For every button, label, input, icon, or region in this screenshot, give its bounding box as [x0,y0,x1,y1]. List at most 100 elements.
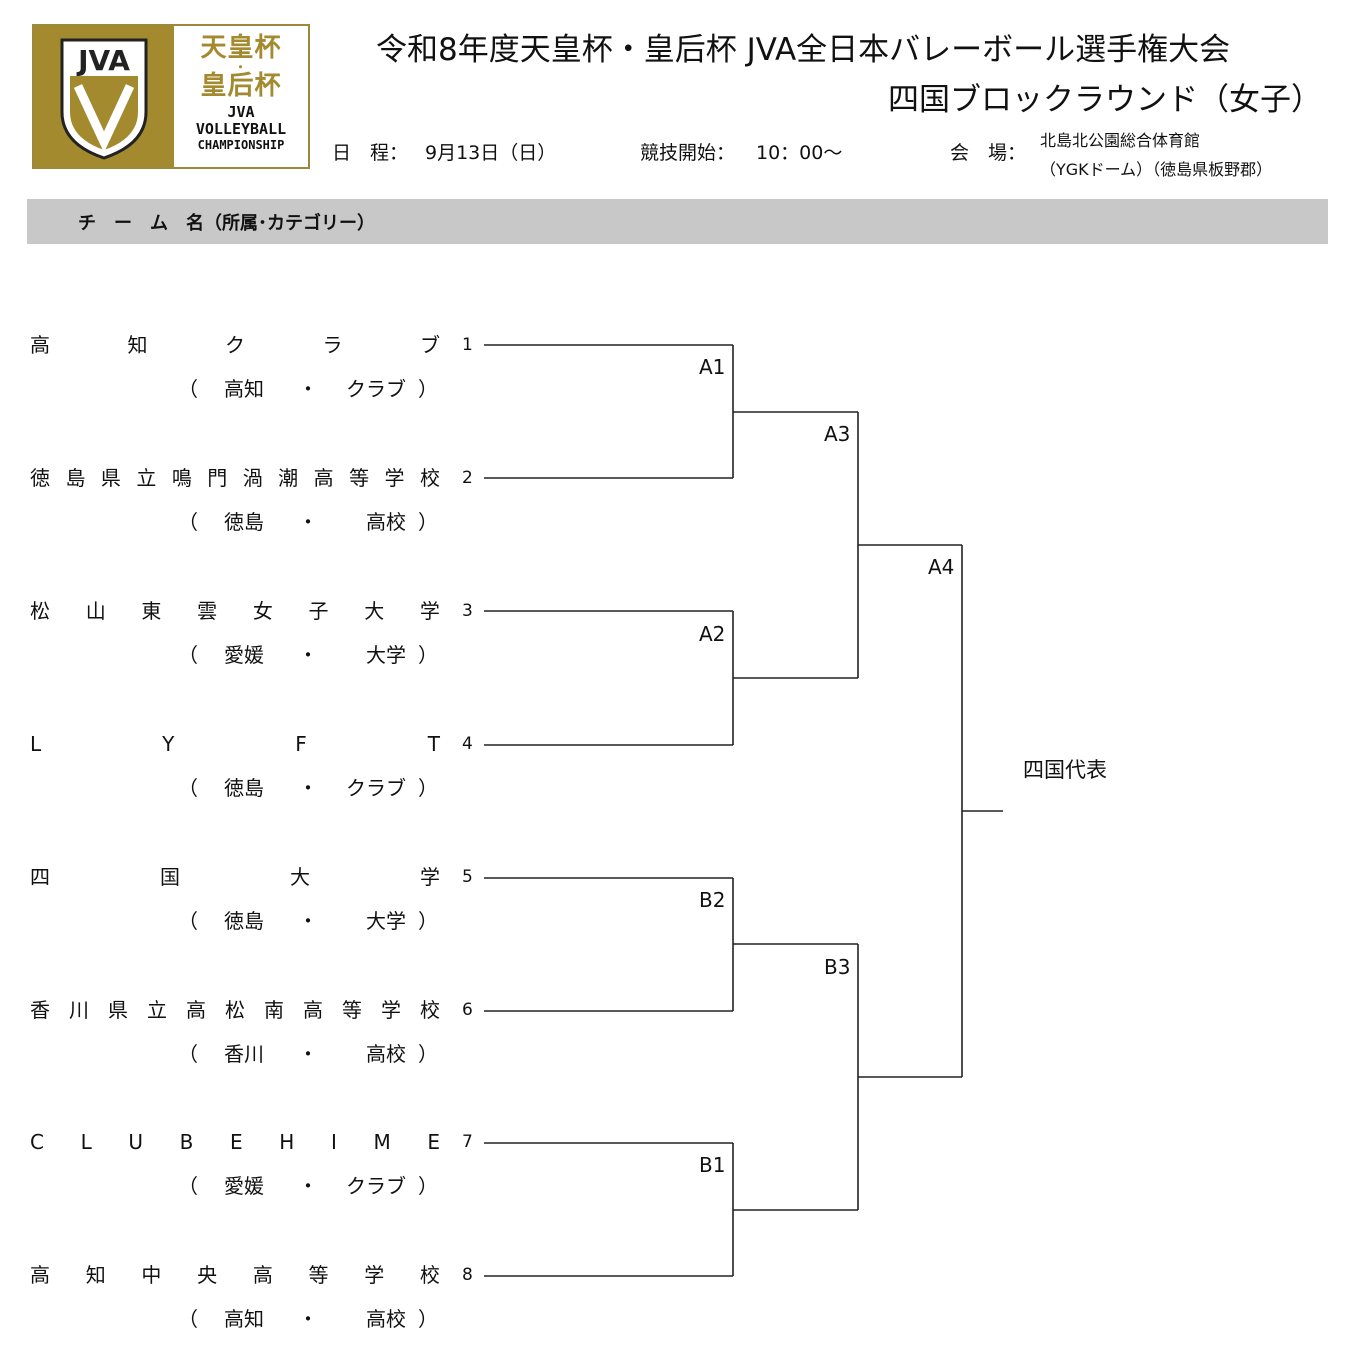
aff-close-paren: ） [418,776,438,800]
team-name-char: 高 [313,466,334,490]
team-name-char: 学 [420,865,440,889]
team-name-char: 島 [65,466,86,490]
venue-detail: （YGKドーム）（徳島県板野郡） [1040,160,1273,179]
team-name-char: 四 [30,865,50,889]
seed-number: 2 [462,468,473,488]
aff-close-paren: ） [418,643,438,667]
team-name-char: 校 [420,998,440,1022]
aff-close-paren: ） [418,909,438,933]
logo-championship-text: CHAMPIONSHIP [197,138,285,152]
seed-number: 6 [462,1000,473,1020]
team-name-char: 中 [141,1263,162,1287]
aff-separator: ・ [298,1042,318,1066]
team-name-char: 子 [308,599,329,623]
team-name-char: H [279,1130,295,1154]
category: クラブ [346,377,406,401]
team-name-char: 山 [85,599,106,623]
team-name-char: I [330,1130,337,1154]
team-name-char: 松 [30,599,50,623]
prefecture: 愛媛 [224,1174,264,1198]
team-name-char: F [295,732,307,756]
prefecture: 徳島 [224,776,264,800]
shield-icon: JVA [60,38,148,160]
team-name: 松山東雲女子大学 [30,597,440,625]
aff-separator: ・ [298,377,318,401]
team-affiliation: （愛媛・大学） [178,641,440,669]
representative-label: 四国代表 [1023,758,1107,782]
team-name-char: ク [225,333,245,357]
team-name-char: 等 [349,466,370,490]
aff-close-paren: ） [418,377,438,401]
team-name-char: 高 [30,333,50,357]
prefecture: 高知 [224,1307,264,1331]
aff-open-paren: （ [178,510,198,534]
team-name-char: 潮 [278,466,299,490]
aff-open-paren: （ [178,1307,198,1331]
aff-close-paren: ） [418,510,438,534]
jva-emblem: JVA [34,26,174,167]
seed-number: 4 [462,734,473,754]
aff-close-paren: ） [418,1174,438,1198]
team-name-char: 香 [30,998,50,1022]
date-value: 9月13日（日） [425,142,557,164]
team-name-char: 学 [384,466,405,490]
jva-logo: JVA 天皇杯 ・ 皇后杯 JVA VOLLEYBALL CHAMPIONSHI… [32,24,310,169]
venue-name: 北島北公園総合体育館 [1040,131,1201,150]
team-name-char: B [179,1130,194,1154]
team-name-char: 校 [419,466,440,490]
team-name-char: 学 [364,1263,385,1287]
category: クラブ [346,1174,406,1198]
team-name-char: 大 [364,599,385,623]
team-name-char: 等 [308,1263,329,1287]
match-label-b2: B2 [699,888,726,912]
aff-open-paren: （ [178,377,198,401]
team-name-char: 雲 [197,599,218,623]
aff-separator: ・ [298,1174,318,1198]
team-name-char: C [30,1130,44,1154]
aff-separator: ・ [298,909,318,933]
aff-separator: ・ [298,776,318,800]
team-name-char: 県 [100,466,121,490]
team-affiliation: （高知・高校） [178,1305,440,1333]
aff-separator: ・ [298,510,318,534]
team-name-char: 学 [381,998,401,1022]
team-name: 四国大学 [30,863,440,891]
team-name-char: 知 [127,333,148,357]
team-affiliation: （ 徳島 ・ クラブ ） [178,774,440,802]
aff-open-paren: （ [178,776,198,800]
team-name-char: ラ [322,333,343,357]
prefecture: 高知 [224,377,264,401]
aff-open-paren: （ [178,643,198,667]
aff-close-paren: ） [418,1307,438,1331]
team-name-char: U [128,1130,144,1154]
team-affiliation: （愛媛・クラブ） [178,1172,440,1200]
team-name-char: 県 [108,998,128,1022]
team-name-char: 知 [85,1263,106,1287]
emperor-cup-label: 天皇杯 [200,33,282,63]
category: クラブ [346,776,406,800]
aff-open-paren: （ [178,909,198,933]
team-name-char: 高 [252,1263,273,1287]
team-name-char: 立 [136,466,157,490]
column-header-bar [27,199,1328,244]
match-label-a2: A2 [699,622,726,646]
aff-close-paren: ） [418,1042,438,1066]
team-affiliation: （香川・高校） [178,1040,440,1068]
team-name-char: 門 [207,466,228,490]
team-name-char: 高 [30,1263,50,1287]
team-name-char: 高 [303,998,323,1022]
match-label-a4: A4 [928,555,955,579]
team-name-char: 大 [290,865,310,889]
category: 大学 [366,643,406,667]
column-header-label: チ ー ム 名（所属･カテゴリー） [78,213,375,234]
team-name: 香川県立高松南高等学校 [30,996,440,1024]
team-name-char: 央 [197,1263,218,1287]
team-name-char: L [30,732,42,756]
team-name-char: 校 [419,1263,440,1287]
category: 高校 [366,1307,406,1331]
team-name-char: 女 [252,599,273,623]
date-label: 日 程： [332,142,409,164]
team-name-char: 南 [264,998,284,1022]
team-affiliation: （ 高知 ・ クラブ ） [178,375,440,403]
